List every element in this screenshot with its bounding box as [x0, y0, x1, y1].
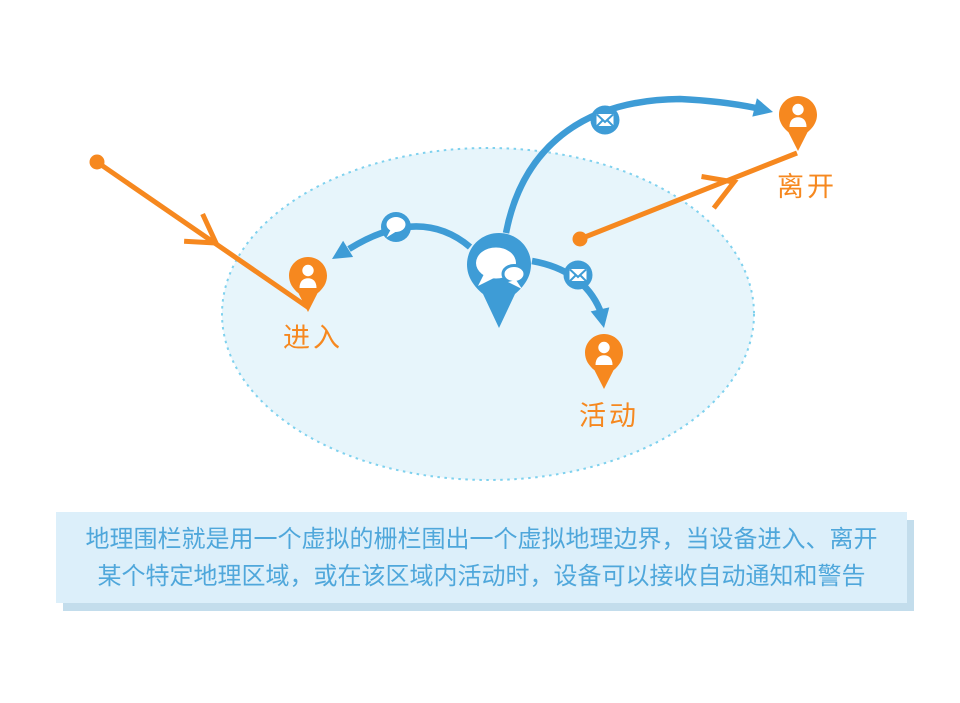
speech-bubble-icon	[381, 212, 411, 242]
description-line-2: 某个特定地理区域，或在该区域内活动时，设备可以接收自动通知和警告	[97, 562, 866, 590]
person-pin-icon	[289, 257, 327, 312]
envelope-icon	[590, 105, 620, 135]
geofence-diagram	[89, 95, 817, 481]
envelope-icon	[563, 260, 593, 290]
geofence-boundary-ellipse	[221, 147, 755, 481]
activity-label: 活动	[579, 401, 639, 431]
enter-label: 进入	[283, 323, 343, 353]
notify-arc-enter	[332, 212, 473, 259]
enter-path-arrow-icon	[183, 212, 221, 246]
arrowhead-icon	[590, 307, 610, 328]
person-pin-icon	[779, 96, 817, 151]
description-note-box: 地理围栏就是用一个虚拟的栅栏围出一个虚拟地理边界，当设备进入、离开 某个特定地理…	[56, 512, 907, 603]
arrowhead-icon	[752, 98, 773, 117]
notify-arc-leave	[502, 95, 773, 234]
person-pin-icon	[585, 334, 623, 389]
enter-path	[89, 154, 311, 311]
leave-path	[572, 150, 798, 247]
description-line-1: 地理围栏就是用一个虚拟的栅栏围出一个虚拟地理边界，当设备进入、离开	[85, 525, 878, 553]
arrowhead-icon	[332, 240, 354, 259]
leave-label: 离开	[777, 172, 837, 202]
chat-location-pin-icon	[467, 233, 531, 328]
notify-arc-activity	[531, 257, 610, 328]
leave-path-arrow-icon	[701, 174, 739, 210]
